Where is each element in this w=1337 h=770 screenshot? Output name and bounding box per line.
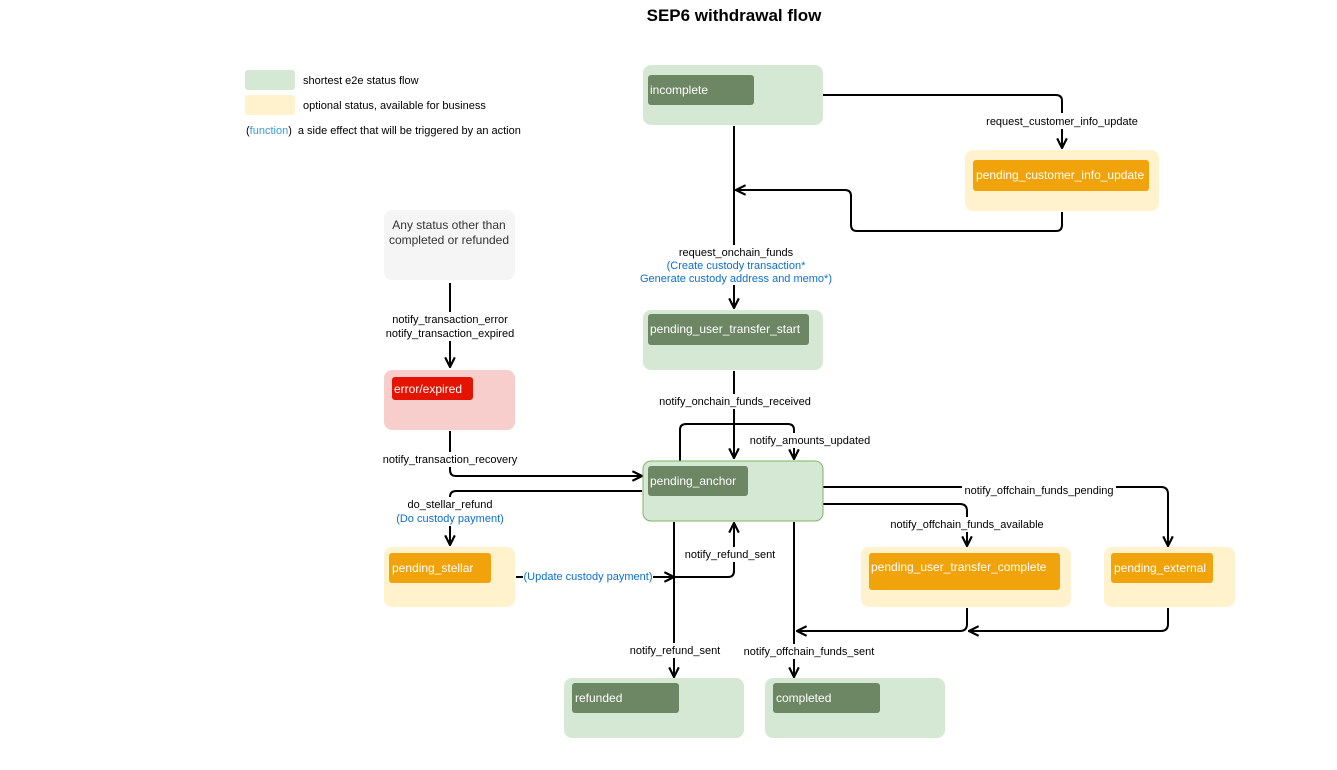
label-notify-offchain-funds-sent: notify_offchain_funds_sent <box>744 646 875 658</box>
status-pending-stellar: pending_stellar <box>392 561 473 575</box>
label-do-stellar-refund: do_stellar_refund <box>407 499 492 511</box>
status-error-expired: error/expired <box>394 382 462 396</box>
label-notify-offchain-funds-pending: notify_offchain_funds_pending <box>964 485 1113 497</box>
legend-function-word: function <box>250 125 289 137</box>
edge-external-to-completed <box>969 608 1169 631</box>
node-refunded: refunded <box>564 678 744 738</box>
legend-function-note: (function)a side effect that will be tri… <box>246 125 521 137</box>
label-notify-onchain-funds-received: notify_onchain_funds_received <box>659 396 811 408</box>
status-pending-customer-info-update: pending_customer_info_update <box>976 168 1144 182</box>
label-create-custody-transaction: (Create custody transaction* <box>667 260 807 272</box>
label-generate-custody-address: Generate custody address and memo*) <box>640 273 832 285</box>
status-refunded: refunded <box>575 691 622 705</box>
node-incomplete: incomplete <box>643 65 823 125</box>
label-do-custody-payment: (Do custody payment) <box>396 513 504 525</box>
label-notify-offchain-funds-available: notify_offchain_funds_available <box>890 519 1043 531</box>
node-pending-stellar: pending_stellar <box>384 547 515 607</box>
label-notify-transaction-expired: notify_transaction_expired <box>386 328 514 340</box>
status-pending-external: pending_external <box>1114 561 1206 575</box>
node-any-status: Any status other than completed or refun… <box>384 210 515 280</box>
node-pending-user-transfer-start: pending_user_transfer_start <box>643 310 823 370</box>
edge-labels: request_customer_info_update request_onc… <box>380 113 1142 659</box>
edge-user-transfer-complete-to-completed <box>797 608 968 631</box>
nodes: incomplete pending_customer_info_update … <box>384 65 1235 738</box>
label-request-customer-info-update: request_customer_info_update <box>986 116 1138 128</box>
label-notify-refund-sent-lower: notify_refund_sent <box>630 645 721 657</box>
label-request-onchain-funds: request_onchain_funds <box>679 247 794 259</box>
status-pending-user-transfer-start: pending_user_transfer_start <box>650 322 801 336</box>
legend-green-label: shortest e2e status flow <box>303 75 419 87</box>
edge-error-to-anchor <box>449 431 642 476</box>
legend: shortest e2e status flow optional status… <box>245 70 521 137</box>
node-pending-anchor: pending_anchor <box>642 460 824 522</box>
label-notify-amounts-updated: notify_amounts_updated <box>750 435 870 447</box>
label-update-custody-payment: (Update custody payment) <box>523 571 652 583</box>
legend-yellow-swatch <box>245 95 295 115</box>
edge-incomplete-to-customer-info <box>823 94 1062 148</box>
label-notify-transaction-error: notify_transaction_error <box>392 314 508 326</box>
edge-anchor-amounts-loop <box>679 423 794 461</box>
status-incomplete: incomplete <box>650 83 708 97</box>
legend-yellow-label: optional status, available for business <box>303 100 486 112</box>
edge-customer-info-back <box>736 190 1063 232</box>
edge-anchor-to-external <box>823 486 1168 546</box>
status-pending-user-transfer-complete: pending_user_transfer_complete <box>871 560 1047 574</box>
edge-anchor-to-user-transfer-complete <box>823 503 967 546</box>
node-completed: completed <box>765 678 945 738</box>
node-pending-external: pending_external <box>1104 547 1235 607</box>
node-pending-customer-info-update: pending_customer_info_update <box>965 150 1159 211</box>
node-pending-user-transfer-complete: pending_user_transfer_complete <box>861 547 1071 607</box>
edge-anchor-to-stellar <box>450 490 642 545</box>
label-notify-transaction-recovery: notify_transaction_recovery <box>383 454 518 466</box>
legend-green-swatch <box>245 70 295 90</box>
diagram-title: SEP6 withdrawal flow <box>647 6 823 25</box>
status-pending-anchor: pending_anchor <box>650 474 736 488</box>
status-completed: completed <box>776 691 831 705</box>
label-notify-refund-sent-upper: notify_refund_sent <box>685 549 776 561</box>
edge-refund-sent-to-anchor <box>674 523 734 578</box>
node-error-expired: error/expired <box>384 370 515 430</box>
any-status-line2: completed or refunded <box>389 233 509 247</box>
any-status-line1: Any status other than <box>392 218 505 232</box>
